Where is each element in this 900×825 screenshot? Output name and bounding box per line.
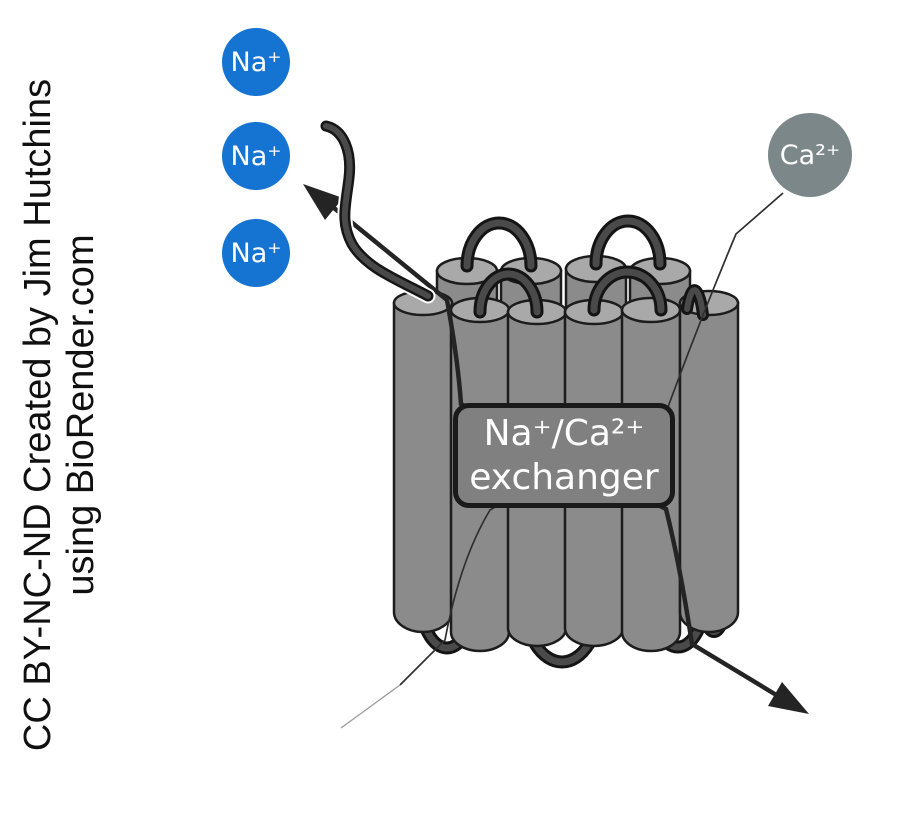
exchanger-label-line-2: exchanger: [469, 456, 659, 498]
credit-text: CC BY-NC-ND Created by Jim Hutchins usin…: [17, 35, 103, 795]
sodium-ion-badge: Na⁺: [222, 122, 290, 190]
exchange-arrow: [303, 184, 809, 714]
exchanger-label-plate: Na⁺/Ca²⁺ exchanger: [453, 403, 675, 508]
helix-cylinder: [392, 289, 454, 634]
arrowhead-down-right-icon: [768, 682, 809, 714]
sodium-ion-badge: Na⁺: [222, 28, 290, 96]
credit-line-2: using BioRender.com: [60, 234, 102, 596]
arrowhead-up-left-icon: [303, 184, 343, 220]
top-loops-back: [460, 214, 667, 273]
calcium-ion-badge: Ca²⁺: [768, 113, 852, 197]
credit-line-1: CC BY-NC-ND Created by Jim Hutchins: [17, 78, 59, 752]
top-loops-front: [473, 265, 709, 321]
sodium-ion-badge: Na⁺: [222, 219, 290, 287]
helix-cylinder: [678, 289, 740, 634]
exchanger-label-line-1: Na⁺/Ca²⁺: [483, 412, 645, 454]
n-terminal-tail: [318, 118, 436, 304]
